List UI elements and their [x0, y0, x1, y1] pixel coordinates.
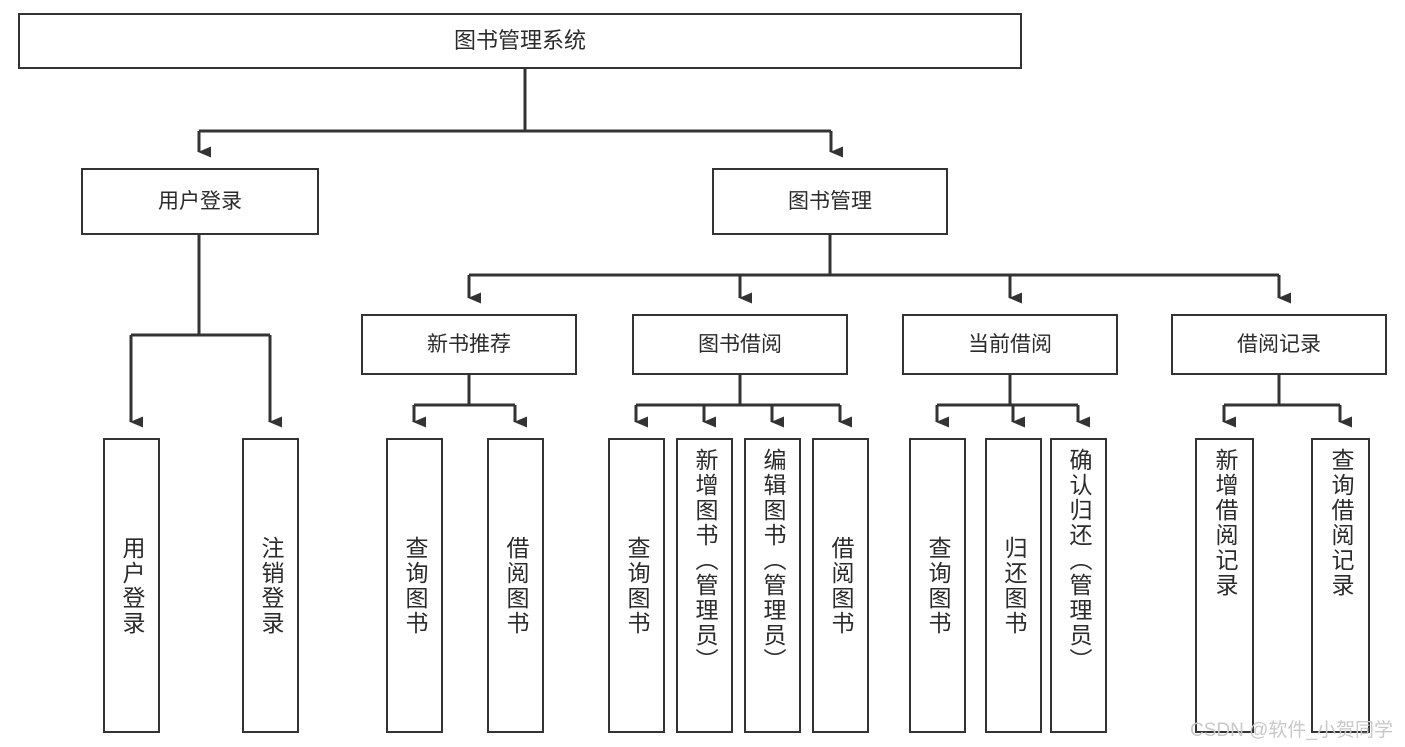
node-leaf-label: 查询图书	[624, 535, 650, 636]
user-login-to-leaves-connectors	[129, 235, 282, 428]
node-leaf-label: 用户登录	[119, 535, 145, 636]
node-leaf-confirm-return[interactable]: 确认归还（管理员）	[1050, 438, 1107, 733]
node-leaf-add-book[interactable]: 新增图书（管理员）	[676, 438, 733, 733]
node-leaf-label: 归还图书	[1001, 535, 1027, 636]
node-root-label: 图书管理系统	[453, 27, 586, 53]
node-leaf-label: 借阅图书	[828, 535, 854, 636]
node-leaf-label: 查询图书	[402, 535, 428, 636]
node-leaf-borrow-book-1[interactable]: 借阅图书	[487, 438, 544, 733]
book-manage-to-level2-connectors	[467, 235, 1291, 304]
node-leaf-logout-login[interactable]: 注销登录	[242, 438, 299, 733]
node-leaf-add-borrow-record[interactable]: 新增借阅记录	[1195, 438, 1254, 733]
node-leaf-user-login[interactable]: 用户登录	[103, 438, 160, 733]
node-leaf-label: 新增借阅记录	[1212, 448, 1238, 598]
borrow-record-to-leaves-connectors	[1222, 375, 1352, 428]
node-leaf-query-borrow-record[interactable]: 查询借阅记录	[1311, 438, 1370, 733]
node-book-borrow-label: 图书借阅	[698, 332, 782, 356]
node-new-book-recommend-label: 新书推荐	[427, 332, 511, 356]
node-borrow-record-label: 借阅记录	[1237, 332, 1321, 356]
node-leaf-label: 借阅图书	[503, 535, 529, 636]
current-borrow-to-leaves-connectors	[935, 375, 1090, 428]
node-leaf-label: 查询图书	[925, 535, 951, 636]
node-leaf-query-book-2[interactable]: 查询图书	[608, 438, 665, 733]
node-book-borrow[interactable]: 图书借阅	[632, 314, 848, 375]
node-book-manage-label: 图书管理	[788, 189, 872, 213]
new-book-recommend-to-leaves-connectors	[412, 375, 527, 428]
node-user-login[interactable]: 用户登录	[81, 168, 319, 235]
node-root-system[interactable]: 图书管理系统	[18, 13, 1022, 69]
book-borrow-to-leaves-connectors	[634, 375, 852, 428]
node-user-login-label: 用户登录	[158, 189, 242, 213]
node-leaf-label: 注销登录	[258, 535, 284, 636]
node-leaf-borrow-book-2[interactable]: 借阅图书	[812, 438, 869, 733]
node-leaf-return-book[interactable]: 归还图书	[985, 438, 1042, 733]
node-leaf-query-book-1[interactable]: 查询图书	[386, 438, 443, 733]
node-book-manage[interactable]: 图书管理	[712, 168, 948, 235]
node-current-borrow-label: 当前借阅	[968, 332, 1052, 356]
node-leaf-label: 查询借阅记录	[1328, 448, 1354, 598]
node-borrow-record[interactable]: 借阅记录	[1171, 314, 1387, 375]
node-new-book-recommend[interactable]: 新书推荐	[361, 314, 577, 375]
node-leaf-label: 确认归还（管理员）	[1066, 448, 1092, 673]
node-leaf-label: 新增图书（管理员）	[692, 448, 718, 673]
node-current-borrow[interactable]: 当前借阅	[902, 314, 1118, 375]
node-leaf-edit-book[interactable]: 编辑图书（管理员）	[744, 438, 801, 733]
node-leaf-label: 编辑图书（管理员）	[760, 448, 786, 673]
root-to-level1-connectors	[197, 69, 843, 158]
node-leaf-query-book-3[interactable]: 查询图书	[909, 438, 966, 733]
